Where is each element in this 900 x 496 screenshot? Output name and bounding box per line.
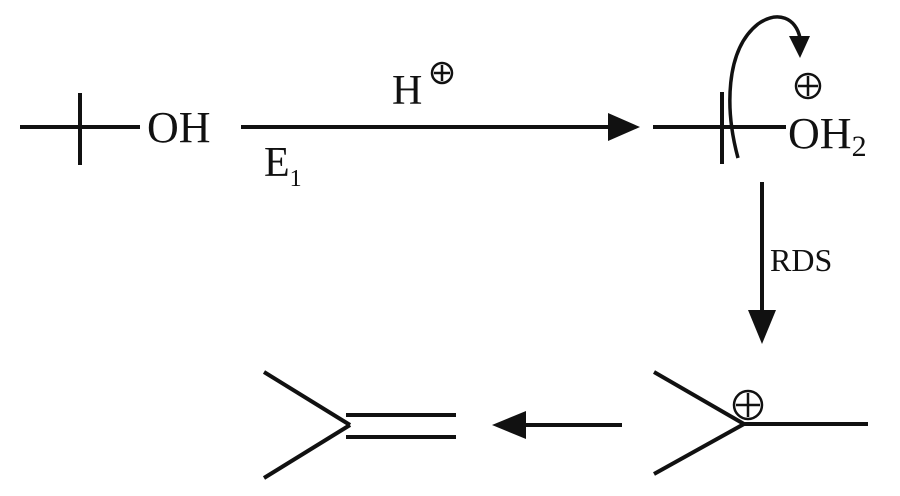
alkene-lower-bond [262, 423, 352, 480]
carbocation-charge-icon [732, 389, 764, 421]
step1-reagent-charge-icon [430, 61, 454, 85]
product-alkene [262, 370, 456, 480]
carbocation-lower-bond [653, 422, 745, 476]
step2-arrow-group: RDS [748, 182, 832, 344]
step2-arrowhead [748, 310, 776, 344]
step3-arrow-group [492, 411, 622, 439]
reactant-tert-butanol: OH [20, 93, 211, 165]
intermediate-oh2-label: OH2 [788, 109, 867, 163]
alkene-upper-bond [262, 370, 352, 427]
step1-arrow-group: H E1 [241, 61, 640, 192]
curved-arrowhead-icon [789, 36, 810, 58]
step1-mechanism-label: E1 [264, 140, 302, 192]
mechanism-main: E [264, 140, 290, 186]
oh2-subscript: 2 [852, 130, 867, 163]
intermediate-charge-icon [794, 72, 822, 100]
step1-arrowhead [608, 113, 640, 141]
protonated-intermediate: OH2 [653, 15, 867, 164]
mechanism-subscript: 1 [290, 166, 302, 192]
carbocation-upper-bond [652, 370, 746, 426]
step1-reagent-label: H [392, 68, 422, 114]
step3-arrowhead [492, 411, 526, 439]
reactant-oh-label: OH [147, 103, 211, 152]
carbocation [652, 370, 868, 476]
curved-electron-arrow [728, 15, 802, 159]
oh2-main: OH [788, 109, 852, 158]
step2-rds-label: RDS [770, 242, 832, 278]
